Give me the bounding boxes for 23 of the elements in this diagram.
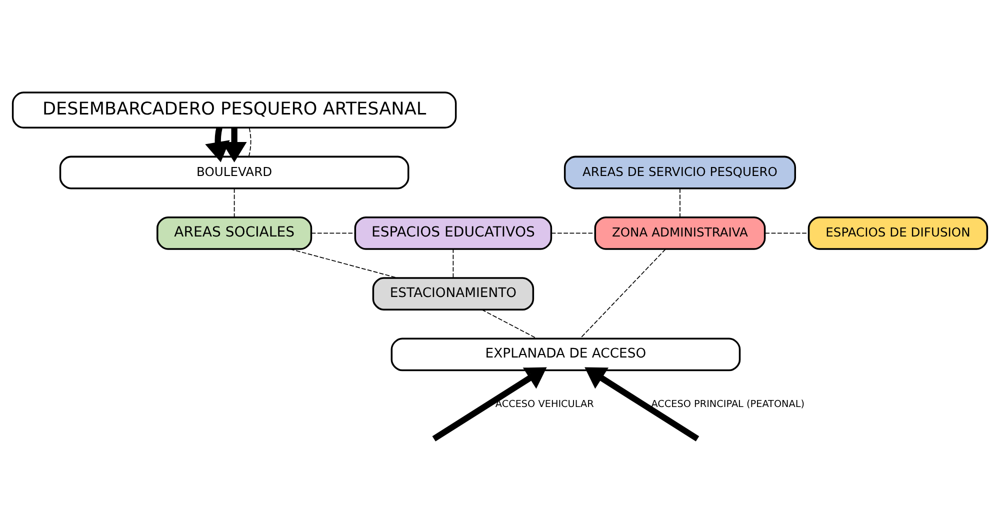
connector (764, 232, 810, 234)
connector (580, 248, 666, 339)
node-box: ZONA ADMINISTRAIVA (594, 216, 766, 250)
connector (452, 248, 454, 278)
connector (481, 309, 538, 340)
connector (310, 232, 356, 234)
arrow (205, 127, 230, 162)
node-box: EXPLANADA DE ACCESO (390, 338, 741, 372)
node-box: AREAS SOCIALES (156, 216, 312, 250)
connector (234, 188, 235, 218)
edge-label: ACCESO VEHICULAR (495, 399, 594, 410)
node-box: ESPACIOS EDUCATIVOS (354, 216, 552, 250)
connector (550, 232, 596, 234)
node-box: DESEMBARCADERO PESQUERO ARTESANAL (12, 92, 457, 129)
edge-label: ACCESO PRINCIPAL (PEATONAL) (651, 399, 805, 410)
connector (248, 127, 252, 157)
node-box: BOULEVARD (59, 156, 410, 190)
node-box: ESTACIONAMIENTO (372, 277, 534, 311)
connector (290, 248, 398, 278)
node-box: ESPACIOS DE DIFUSION (808, 216, 988, 250)
arrow (432, 367, 547, 442)
node-box: AREAS DE SERVICIO PESQUERO (564, 156, 796, 190)
arrow (584, 367, 700, 442)
